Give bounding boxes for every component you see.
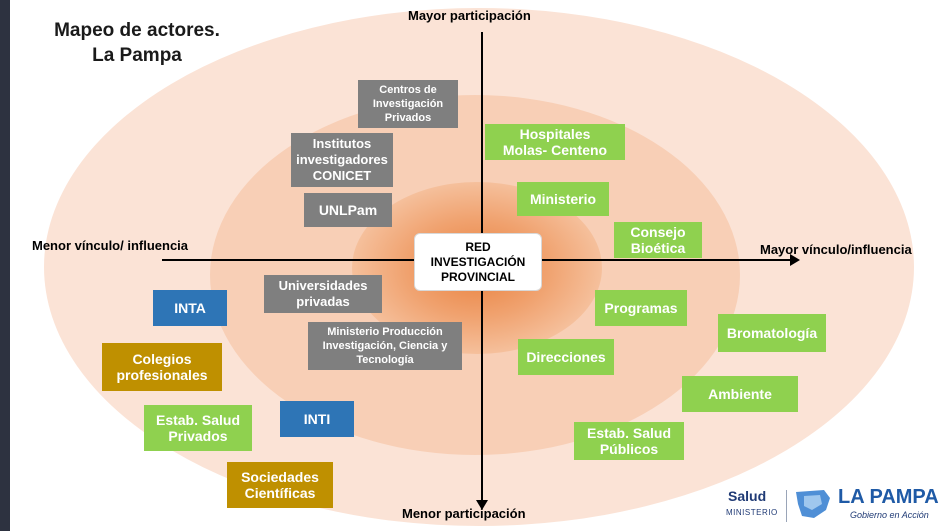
- actor-consejo-bioetica: Consejo Bioética: [614, 222, 702, 258]
- axis-top-label: Mayor participación: [408, 8, 531, 23]
- page-title: Mapeo de actores. La Pampa: [32, 18, 242, 68]
- actor-sociedades: Sociedades Científicas: [227, 462, 333, 508]
- actor-line: Institutos: [312, 136, 372, 151]
- center-node: RED INVESTIGACIÓN PROVINCIAL: [414, 233, 542, 291]
- actor-line: Estab. Salud: [155, 412, 241, 428]
- actor-hospitales: Hospitales Molas- Centeno: [485, 124, 625, 160]
- actor-line: Privados: [168, 428, 228, 444]
- actor-unlpam: UNLPam: [304, 193, 392, 227]
- center-line-2: INVESTIGACIÓN: [430, 254, 526, 269]
- actor-line: Estab. Salud: [586, 425, 672, 441]
- actor-line: Colegios: [132, 351, 192, 367]
- actor-line: Públicos: [599, 441, 659, 457]
- actor-ministerio: Ministerio: [517, 182, 609, 216]
- la-pampa-logo: Salud MINISTERIO LA PAMPA Gobierno en Ac…: [722, 484, 945, 528]
- logo-tagline: Gobierno en Acción: [850, 510, 929, 520]
- logo-ministerio: MINISTERIO: [726, 508, 778, 517]
- actor-colegios: Colegios profesionales: [102, 343, 222, 391]
- actor-line: Científicas: [244, 485, 316, 501]
- actor-line: Investigación, Ciencia y: [322, 340, 448, 352]
- axis-right-label: Mayor vínculo/influencia: [760, 242, 912, 257]
- actor-line: Privados: [384, 112, 432, 124]
- actor-line: profesionales: [116, 367, 208, 383]
- actor-inta: INTA: [153, 290, 227, 326]
- center-line-3: PROVINCIAL: [440, 269, 515, 284]
- center-line-1: RED: [465, 239, 491, 254]
- actor-programas: Programas: [595, 290, 687, 326]
- actor-ministerio-produccion: Ministerio Producción Investigación, Cie…: [308, 322, 462, 370]
- actor-centros-investigacion: Centros de Investigación Privados: [358, 80, 458, 128]
- slide: Mapeo de actores. La Pampa Mayor partici…: [10, 0, 945, 531]
- arrow-down-icon: [476, 500, 488, 510]
- actor-universidades-privadas: Universidades privadas: [264, 275, 382, 313]
- axis-left-label: Menor vínculo/ influencia: [32, 238, 189, 253]
- axis-bottom-label: Menor participación: [402, 506, 526, 521]
- actor-line: Tecnología: [356, 354, 414, 366]
- logo-salud: Salud: [728, 488, 767, 504]
- actor-line: Investigación: [372, 98, 444, 110]
- title-line-2: La Pampa: [92, 45, 182, 66]
- actor-line: investigadores: [296, 152, 388, 167]
- actor-line: Sociedades: [241, 469, 319, 485]
- actor-line: Centros de: [379, 84, 437, 96]
- arrow-right-icon: [790, 254, 800, 266]
- actor-inti: INTI: [280, 401, 354, 437]
- actor-estab-salud-privados: Estab. Salud Privados: [144, 405, 252, 451]
- title-line-1: Mapeo de actores.: [54, 20, 220, 41]
- actor-line: Universidades: [278, 278, 368, 293]
- actor-line: Hospitales: [519, 126, 591, 142]
- actor-estab-salud-publicos: Estab. Salud Públicos: [574, 422, 684, 460]
- actor-line: Ministerio Producción: [327, 326, 443, 338]
- la-pampa-map-icon: [796, 490, 830, 518]
- actor-line: privadas: [296, 294, 350, 309]
- actor-line: Molas- Centeno: [502, 142, 608, 158]
- actor-institutos: Institutos investigadores CONICET: [291, 133, 393, 187]
- actor-line: CONICET: [312, 168, 372, 183]
- logo-name: LA PAMPA: [838, 486, 939, 508]
- actor-direcciones: Direcciones: [518, 339, 614, 375]
- logo-divider: [786, 490, 787, 522]
- actor-ambiente: Ambiente: [682, 376, 798, 412]
- actor-line: Consejo: [630, 224, 686, 240]
- actor-bromatologia: Bromatología: [718, 314, 826, 352]
- actor-line: Bioética: [630, 240, 686, 256]
